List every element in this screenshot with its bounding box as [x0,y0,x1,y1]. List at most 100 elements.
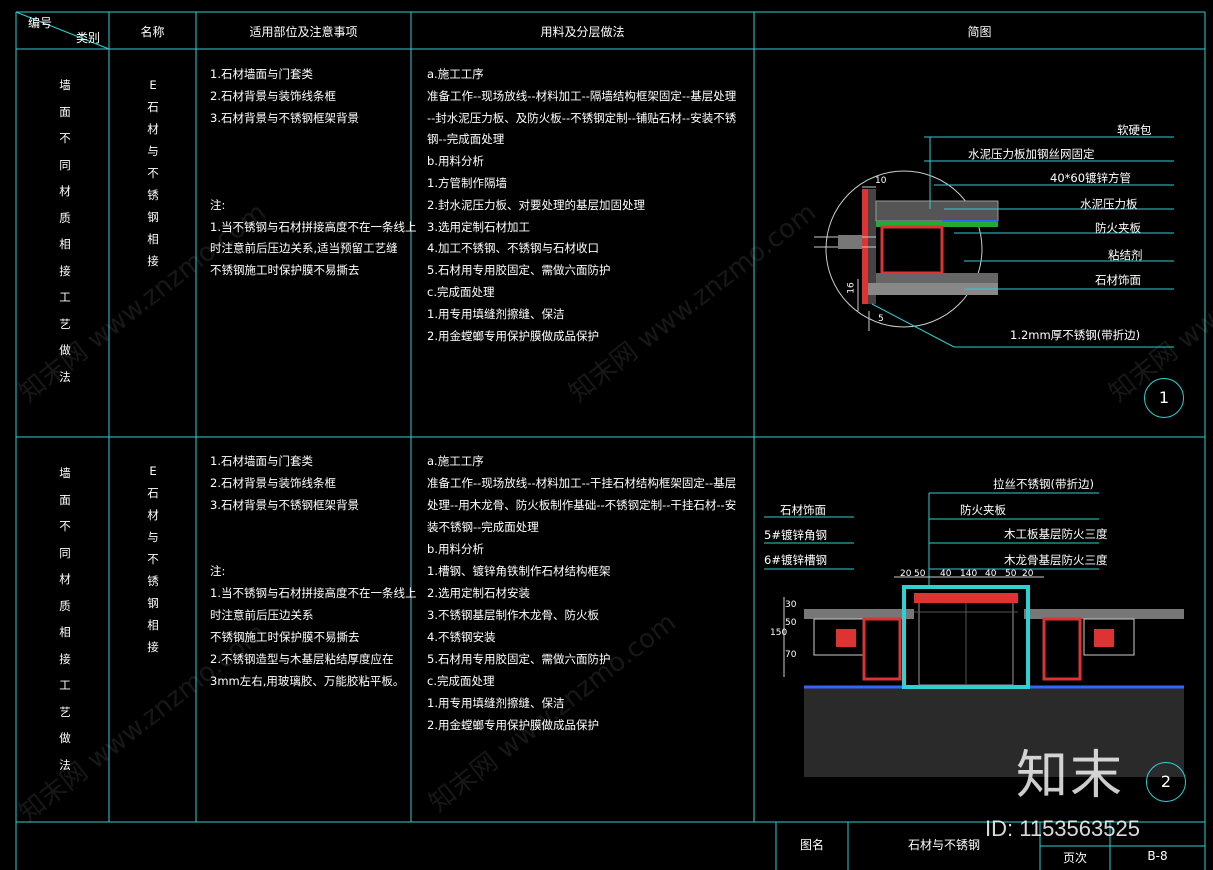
d1-label: 防火夹板 [1095,221,1141,235]
vertical-char: 面 [59,104,71,119]
vertical-char: 面 [59,492,71,507]
text-line: 1.方管制作隔墙 [427,175,507,190]
header-number: 编号 [28,16,53,30]
d2-dim: 20 [1022,569,1034,579]
d1-label: 1.2mm厚不锈钢(带折边) [1010,328,1141,342]
vertical-char: 与 [147,144,159,158]
footer-figure-name-label: 图名 [799,838,824,852]
header-diagram: 简图 [967,25,992,39]
text-line: 4.不锈钢安装 [427,630,496,644]
text-line: 3.石材背景与不锈钢框架背景 [210,110,359,125]
text-line [210,129,416,151]
d2-dim: 50 [785,618,797,628]
header-category: 类别 [76,31,101,45]
d1-label: 石材饰面 [1095,273,1141,287]
vertical-char: 法 [59,757,71,772]
text-line: 2.石材背景与装饰线条框 [210,88,336,103]
text-line: b.用料分析 [427,542,484,556]
vertical-char: E [149,464,157,478]
footer-figure-name: 石材与不锈钢 [907,838,980,852]
vertical-char: 不 [59,519,71,533]
row1-category: 墙面不同材质相接工艺做法 [55,72,75,390]
text-line: 2.用金螳螂专用保护膜做成品保护 [427,328,599,343]
d1-label: 软硬包 [1117,123,1152,137]
text-line: 钢--完成面处理 [427,132,505,147]
d2-dim: 40 [985,569,997,579]
text-line [210,173,416,195]
detail-number-2: 2 [1146,762,1186,802]
text-line: 2.用金螳螂专用保护膜做成品保护 [427,718,599,732]
text-line: 1.用专用填缝剂擦缝、保洁 [427,696,565,710]
vertical-char: 相 [147,232,159,246]
detail-drawing-1 [814,136,1174,348]
d1-label: 粘结剂 [1108,248,1143,262]
d1-label: 40*60镀锌方管 [1050,171,1132,185]
vertical-char: 质 [59,210,71,225]
vertical-char: 接 [147,254,159,268]
text-line: 准备工作--现场放线--材料加工--干挂石材结构框架固定--基层 [427,476,737,490]
vertical-char: 不 [147,552,159,566]
text-line: 不锈钢施工时保护膜不易撕去 [210,630,360,644]
d1-dim: 5 [878,314,884,324]
vertical-char: 法 [59,369,71,384]
d2-label: 6#镀锌槽钢 [764,553,827,567]
detail-number-1: 1 [1144,378,1184,418]
d2-label: 木工板基层防火三度 [1004,527,1108,541]
text-line: 2.石材背景与装饰线条框 [210,476,336,490]
vertical-char: 锈 [147,574,159,588]
text-line: 5.石材用专用胶固定、需做六面防护 [427,263,611,278]
vertical-char: 做 [59,343,71,357]
d2-dim: 150 [770,628,788,638]
vertical-char: 工 [59,290,71,304]
row2-category: 墙面不同材质相接工艺做法 [55,460,75,778]
vertical-char: 材 [147,508,159,522]
vertical-char: 墙 [59,78,71,92]
header-name: 名称 [140,25,165,39]
row2-scope: 1.石材墙面与门套类 2.石材背景与装饰线条框 3.石材背景与不锈钢框架背景 注: 1… [210,450,416,692]
text-line: 2.不锈钢造型与木基层粘结厚度应在 [210,652,394,666]
d2-dim: 40 [940,569,952,579]
text-line: 1.槽钢、镀锌角铁制作石材结构框架 [427,564,611,578]
vertical-char: 与 [147,530,159,544]
vertical-char: 材 [147,122,159,136]
d2-label: 防火夹板 [960,503,1006,517]
text-line [210,151,416,173]
vertical-char: 相 [59,625,71,639]
text-line: 3.石材背景与不锈钢框架背景 [210,498,359,512]
vertical-char: 接 [147,640,159,654]
text-line: 时注意前后压边关系 [210,608,314,622]
text-line: 1.石材墙面与门套类 [210,67,313,81]
vertical-char: 质 [59,598,71,613]
vertical-char: 做 [59,731,71,745]
text-line: 1.石材墙面与门套类 [210,454,313,468]
vertical-char: 艺 [59,316,71,331]
vertical-char: 墙 [59,466,71,480]
text-line: 1.当不锈钢与石材拼接高度不在一条线上 [210,586,417,600]
text-line: 1.用专用填缝剂擦缝、保洁 [427,306,565,321]
text-line: 处理--用木龙骨、防火板制作基础--不锈钢定制--干挂石材--安 [427,498,737,512]
header-scope: 适用部位及注意事项 [249,25,358,39]
text-line: 不锈钢施工时保护膜不易撕去 [210,263,360,278]
vertical-char: 接 [59,263,71,278]
row2-method: a.施工工序准备工作--现场放线--材料加工--干挂石材结构框架固定--基层处理… [427,450,736,736]
vertical-char: 石 [147,486,159,500]
text-line [210,538,416,560]
text-line: 注: [210,564,226,578]
vertical-char: 材 [59,572,71,586]
detail-drawing-2 [764,492,1184,777]
text-line: 时注意前后压边关系,适当预留工艺缝 [210,241,398,256]
text-line: c.完成面处理 [427,284,495,299]
footer-page-label: 页次 [1062,851,1087,865]
vertical-char: E [149,78,157,92]
vertical-char: 相 [147,618,159,632]
d1-label: 水泥压力板 [1080,197,1138,211]
text-line: 1.当不锈钢与石材拼接高度不在一条线上 [210,219,417,234]
text-line: c.完成面处理 [427,674,495,688]
d2-dim: 50 [914,569,926,579]
text-line: 3.不锈钢基层制作木龙骨、防火板 [427,608,599,622]
text-line: a.施工工序 [427,454,484,468]
brand-logo: 知末 [1016,746,1125,806]
vertical-char: 同 [59,157,71,172]
vertical-char: 不 [59,131,71,145]
